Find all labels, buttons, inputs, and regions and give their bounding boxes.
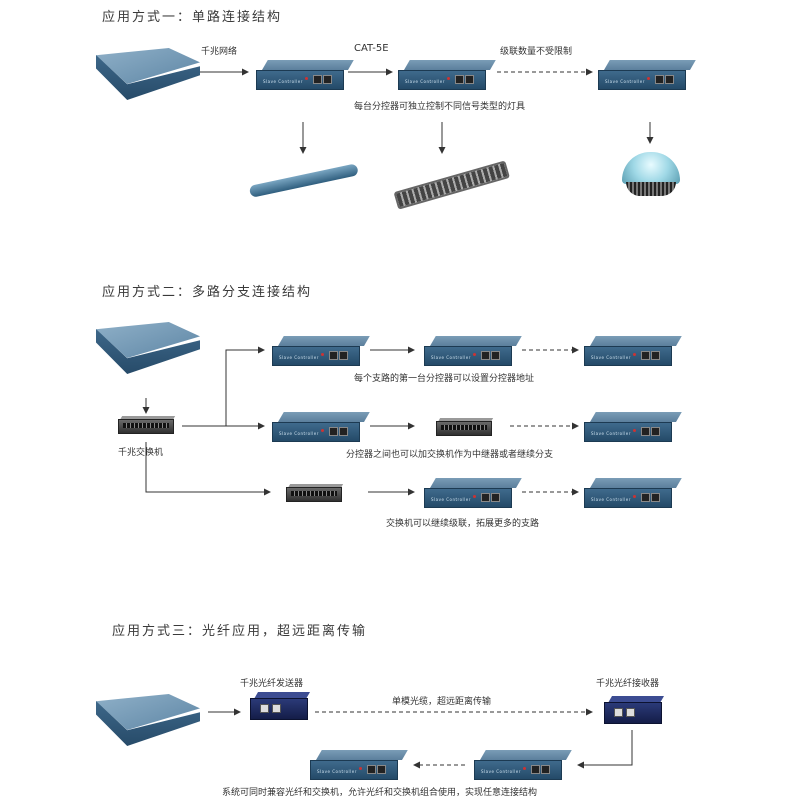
section-2-title: 应用方式二：多路分支连接结构 (102, 285, 313, 300)
device-brand: Slave Controller (591, 431, 631, 436)
main-controller-icon (96, 694, 200, 746)
section-1-title: 应用方式一：单路连接结构 (102, 10, 283, 25)
slave-controller-icon: Slave Controller (598, 60, 696, 90)
label-single-mode-fiber: 单模光缆，超远距离传输 (392, 697, 492, 707)
label-hybrid-compatibility: 系统可同时兼容光纤和交换机，允许光纤和交换机组合使用，实现任意连接结构 (222, 788, 538, 798)
device-brand: Slave Controller (317, 769, 357, 774)
slave-controller-icon: Slave Controller (424, 478, 522, 508)
s3-arrow-receiver-down (577, 730, 633, 769)
label-switch-cascade: 交换机可以继续级联，拓展更多的支路 (386, 519, 540, 529)
device-brand: Slave Controller (591, 497, 631, 502)
main-controller-icon (96, 322, 200, 374)
label-cascade-unlimited: 级联数量不受限制 (500, 47, 573, 57)
device-brand: Slave Controller (591, 355, 631, 360)
label-fiber-receiver: 千兆光纤接收器 (596, 679, 660, 689)
device-brand: Slave Controller (431, 497, 471, 502)
device-brand: Slave Controller (605, 79, 645, 84)
device-brand: Slave Controller (263, 79, 303, 84)
slave-controller-icon: Slave Controller (398, 60, 496, 90)
network-switch-icon (436, 418, 494, 436)
dome-lamp-icon (622, 152, 680, 196)
label-fiber-sender: 千兆光纤发送器 (240, 679, 304, 689)
slave-controller-icon: Slave Controller (424, 336, 522, 366)
label-branch-address: 每个支路的第一台分控器可以设置分控器地址 (354, 374, 535, 384)
device-brand: Slave Controller (405, 79, 445, 84)
s2-branch3-line (145, 442, 271, 496)
slave-controller-icon: Slave Controller (256, 60, 354, 90)
slave-controller-icon: Slave Controller (474, 750, 572, 780)
main-controller-icon (96, 48, 200, 100)
fiber-transceiver-icon (250, 692, 311, 720)
device-brand: Slave Controller (431, 355, 471, 360)
device-brand: Slave Controller (481, 769, 521, 774)
label-gigabit-network: 千兆网络 (201, 47, 238, 57)
slave-controller-icon: Slave Controller (584, 336, 682, 366)
s2-branch-lines (182, 346, 265, 427)
network-switch-icon (286, 484, 344, 502)
fiber-transceiver-icon (604, 696, 665, 724)
section-3-title: 应用方式三：光纤应用，超远距离传输 (112, 624, 368, 639)
slave-controller-icon: Slave Controller (272, 412, 370, 442)
label-gigabit-switch: 千兆交换机 (118, 448, 164, 458)
slave-controller-icon: Slave Controller (272, 336, 370, 366)
device-brand: Slave Controller (279, 355, 319, 360)
label-cat5e: CAT-5E (354, 43, 389, 54)
device-brand: Slave Controller (279, 431, 319, 436)
label-switch-repeater: 分控器之间也可以加交换机作为中继器或者继续分支 (346, 450, 554, 460)
slave-controller-icon: Slave Controller (310, 750, 408, 780)
network-switch-icon (118, 416, 176, 434)
slave-controller-icon: Slave Controller (584, 478, 682, 508)
label-independent-control: 每台分控器可独立控制不同信号类型的灯具 (354, 102, 526, 112)
slave-controller-icon: Slave Controller (584, 412, 682, 442)
